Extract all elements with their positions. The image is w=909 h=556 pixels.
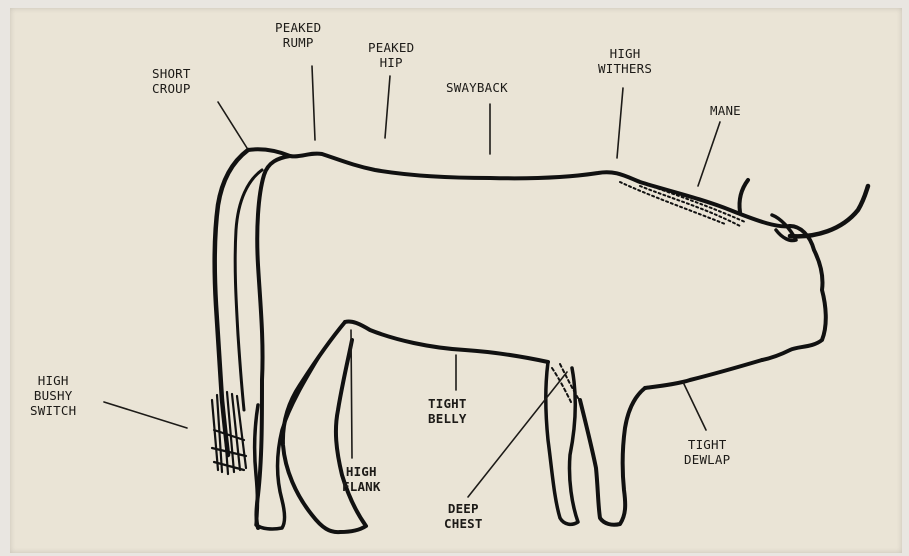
cow-front-leg-near [580,388,645,525]
label-short-croup: SHORT CROUP [152,66,191,96]
cow-hindquarter-outline [257,156,291,528]
leader-high-flank [351,330,352,458]
cow-back-outline [248,149,790,226]
leader-mane [698,122,720,186]
label-high-withers: HIGH WITHERS [598,46,652,76]
cow-head-outline [762,226,826,360]
leader-tight-dewlap [683,382,706,430]
cow-rear-leg-far [255,355,320,529]
label-high-bushy-switch: HIGH BUSHY SWITCH [30,373,76,418]
label-peaked-hip: PEAKED HIP [368,40,414,70]
leader-high-withers [617,88,623,158]
label-deep-chest: DEEP CHEST [444,501,483,531]
cow-rear-leg-near [283,322,366,532]
label-tight-dewlap: TIGHT DEWLAP [684,437,730,467]
leader-short-croup [218,102,247,148]
label-high-flank: HIGH FLANK [342,464,381,494]
label-swayback: SWAYBACK [446,80,508,95]
leader-high-bushy-switch [104,402,187,428]
cow-dewlap-outline [645,360,762,388]
label-peaked-rump: PEAKED RUMP [275,20,321,50]
cow-belly-outline [345,321,548,362]
leader-peaked-rump [312,66,315,140]
cow-tail-switch [212,392,246,474]
leader-peaked-hip [385,76,390,138]
cow-horn-far [739,180,748,212]
label-mane: MANE [710,103,741,118]
label-tight-belly: TIGHT BELLY [428,396,467,426]
cow-mane-texture [620,178,745,226]
